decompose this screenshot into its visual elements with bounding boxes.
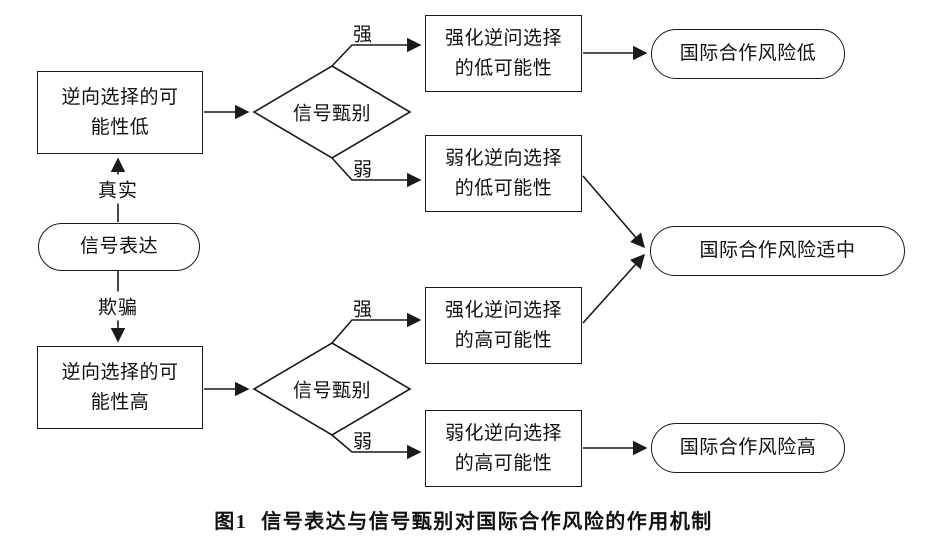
- edge-label-truthful: 真实: [94, 174, 142, 204]
- node-risk-high: 国际合作风险高: [651, 423, 845, 473]
- edge-weaken-low-to-risk-medium: [582, 175, 645, 249]
- edge-strengthen-high-to-risk-medium: [582, 253, 645, 324]
- edge-label-strong-bottom: 强: [352, 299, 374, 321]
- node-signal-expression: 信号表达: [38, 223, 200, 271]
- figure-title: 信号表达与信号甄别对国际合作风险的作用机制: [261, 511, 713, 533]
- node-adverse-selection-high: 逆向选择的可能性高: [37, 346, 203, 429]
- edge-label-weak-top: 弱: [352, 159, 374, 181]
- edge-screening-top-weak: [331, 157, 422, 188]
- edge-label-weak-bottom: 弱: [352, 431, 374, 453]
- node-weaken-low-possibility: 弱化逆向选择的低可能性: [425, 135, 582, 212]
- figure-caption: 图1 信号表达与信号甄别对国际合作风险的作用机制: [0, 505, 927, 534]
- node-strengthen-low-possibility: 强化逆问选择的低可能性: [425, 15, 582, 92]
- node-risk-low: 国际合作风险低: [651, 29, 845, 79]
- node-adverse-selection-low: 逆向选择的可能性低: [37, 71, 203, 154]
- node-strengthen-high-possibility: 强化逆问选择的高可能性: [425, 287, 582, 364]
- edge-label-strong-top: 强: [352, 24, 374, 46]
- edge-label-deceptive: 欺骗: [94, 291, 142, 321]
- node-weaken-high-possibility: 弱化逆向选择的高可能性: [425, 410, 582, 487]
- edge-screening-bottom-strong: [331, 312, 422, 344]
- node-risk-medium: 国际合作风险适中: [650, 226, 905, 276]
- edge-screening-bottom-weak: [331, 434, 422, 460]
- node-screening-top-label: 信号甄别: [292, 103, 372, 125]
- figure-number: 图1: [214, 511, 248, 533]
- edge-screening-top-strong: [331, 37, 422, 67]
- node-screening-bottom-label: 信号甄别: [292, 380, 372, 402]
